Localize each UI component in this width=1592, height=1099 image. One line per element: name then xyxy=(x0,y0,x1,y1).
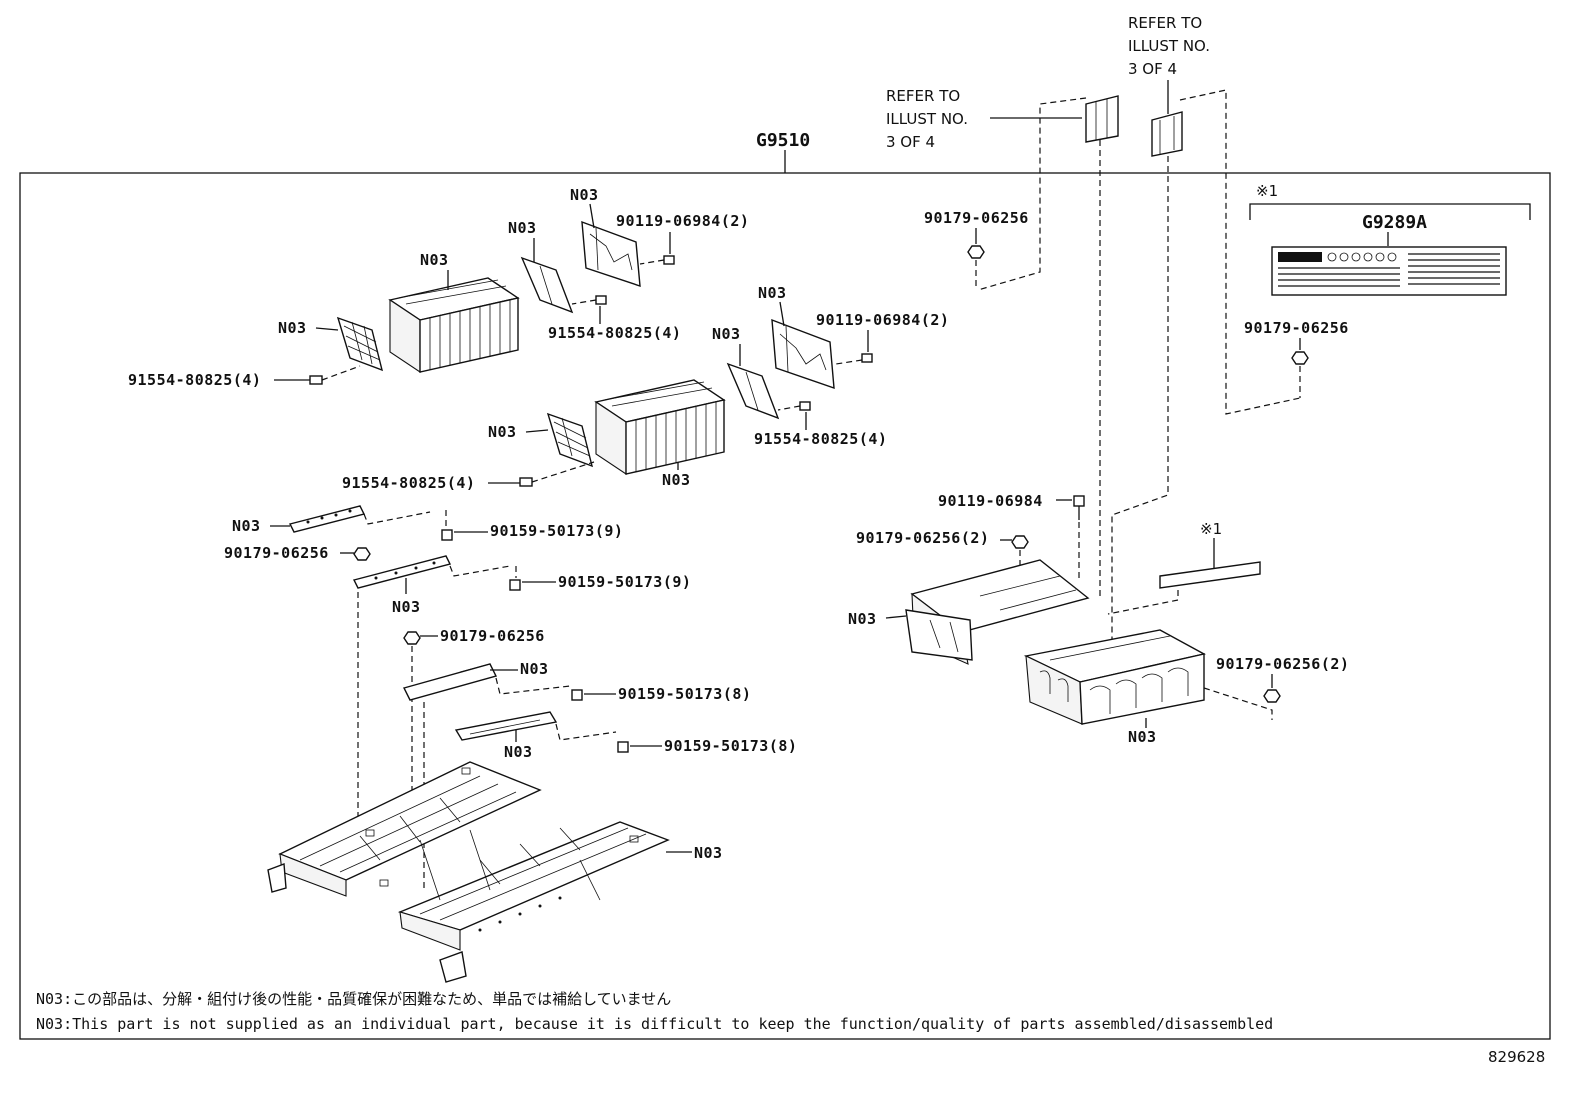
bolt-icon xyxy=(663,255,675,265)
n03-label: N03 xyxy=(520,660,549,678)
sticker-mark: ※1 xyxy=(1200,520,1222,538)
plate-icon xyxy=(288,505,366,533)
part-label: 90119-06984(2) xyxy=(816,311,949,329)
part-label: 90179-06256 xyxy=(1244,319,1349,337)
plate-icon xyxy=(402,663,498,701)
end-plate-icon xyxy=(546,412,594,468)
nut-icon xyxy=(1263,689,1281,703)
bolt-icon xyxy=(1073,495,1085,520)
part-label: 90179-06256(2) xyxy=(856,529,989,547)
part-label: 90179-06256 xyxy=(924,209,1029,227)
part-label: 90179-06256 xyxy=(224,544,329,562)
n03-label: N03 xyxy=(488,423,517,441)
part-label: 90179-06256(2) xyxy=(1216,655,1349,673)
nut-icon xyxy=(1011,535,1029,549)
refer-part-2 xyxy=(1151,111,1183,157)
n03-label: N03 xyxy=(712,325,741,343)
battery-module-icon xyxy=(388,277,520,374)
n03-label: N03 xyxy=(758,284,787,302)
bolt-icon xyxy=(441,529,453,541)
diagram-frame xyxy=(19,172,1551,1040)
nut-icon xyxy=(353,547,371,561)
part-label: 90119-06984 xyxy=(938,492,1043,510)
end-plate-icon xyxy=(520,256,574,314)
nut-icon xyxy=(1291,351,1309,365)
n03-label: N03 xyxy=(232,517,261,535)
n03-label: N03 xyxy=(504,743,533,761)
svg-text:ILLUST NO.: ILLUST NO. xyxy=(1128,37,1210,55)
bolt-icon xyxy=(509,579,521,591)
battery-module-icon xyxy=(594,379,726,476)
part-label: 91554-80825(4) xyxy=(128,371,261,389)
plate-icon xyxy=(454,711,558,741)
label-sticker-group: ※1 G9289A xyxy=(1249,182,1531,296)
bolt-icon xyxy=(617,741,629,753)
bolt-icon xyxy=(595,295,607,305)
part-label: 90159-50173(8) xyxy=(664,737,797,755)
part-label: 91554-80825(4) xyxy=(754,430,887,448)
n03-label: N03 xyxy=(278,319,307,337)
n03-label: N03 xyxy=(1128,728,1157,746)
n03-label: N03 xyxy=(570,186,599,204)
sticker-icon xyxy=(1159,561,1261,589)
part-label: 90179-06256 xyxy=(440,627,545,645)
svg-text:REFER TO: REFER TO xyxy=(886,87,960,105)
warning-label-icon xyxy=(1271,246,1507,296)
plate-icon xyxy=(352,555,452,589)
bolt-icon xyxy=(799,401,811,411)
figure-id: 829628 xyxy=(1488,1048,1545,1066)
note-english: N03:This part is not supplied as an indi… xyxy=(36,1015,1273,1033)
svg-text:3 OF 4: 3 OF 4 xyxy=(1128,60,1177,78)
bolt-icon xyxy=(309,375,323,385)
svg-text:3 OF 4: 3 OF 4 xyxy=(886,133,935,151)
cover-plate-icon xyxy=(905,559,1090,665)
svg-text:REFER TO: REFER TO xyxy=(1128,14,1202,32)
svg-text:ILLUST NO.: ILLUST NO. xyxy=(886,110,968,128)
note-japanese: N03:この部品は、分解・組付け後の性能・品質確保が困難なため、単品では補給して… xyxy=(36,990,671,1008)
label-mark: ※1 xyxy=(1256,182,1278,200)
bracket-icon xyxy=(581,220,641,288)
refer-callout-2: REFER TO ILLUST NO. 3 OF 4 xyxy=(1128,14,1210,114)
n03-label: N03 xyxy=(848,610,877,628)
refer-callout-1: REFER TO ILLUST NO. 3 OF 4 xyxy=(886,87,1082,151)
part-label: 90119-06984(2) xyxy=(616,212,749,230)
refer-part-1 xyxy=(1085,95,1119,143)
n03-label: N03 xyxy=(508,219,537,237)
battery-cover-icon xyxy=(1023,629,1206,725)
group-main-label: G9510 xyxy=(756,130,810,151)
part-label: 91554-80825(4) xyxy=(342,474,475,492)
bracket-icon xyxy=(771,318,835,390)
bolt-icon xyxy=(519,477,533,487)
part-label: 91554-80825(4) xyxy=(548,324,681,342)
group-label: G9289A xyxy=(1362,212,1427,233)
bolt-icon xyxy=(571,689,583,701)
bolt-icon xyxy=(861,353,873,363)
part-label: 90159-50173(9) xyxy=(558,573,691,591)
n03-label: N03 xyxy=(392,598,421,616)
n03-label: N03 xyxy=(420,251,449,269)
end-plate-icon xyxy=(336,316,384,372)
n03-label: N03 xyxy=(662,471,691,489)
battery-frame-icon xyxy=(267,761,670,983)
nut-icon xyxy=(403,631,421,645)
end-plate-icon xyxy=(726,362,780,420)
part-label: 90159-50173(9) xyxy=(490,522,623,540)
nut-icon xyxy=(967,245,985,259)
n03-label: N03 xyxy=(694,844,723,862)
part-label: 90159-50173(8) xyxy=(618,685,751,703)
